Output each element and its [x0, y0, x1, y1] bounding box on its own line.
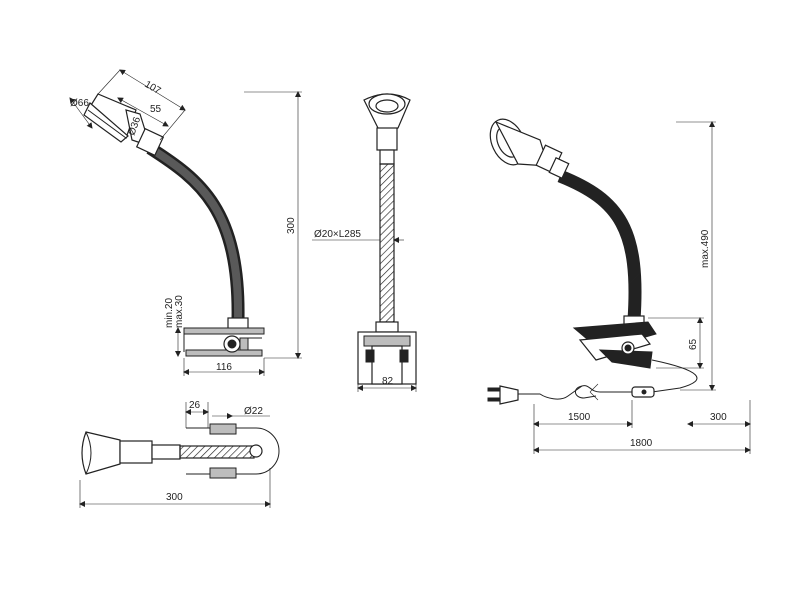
dim-head-depth: 55 — [150, 104, 162, 115]
dim-clamp-height: 65 — [688, 338, 699, 350]
dim-clamp-min: min.20 — [164, 298, 175, 328]
dim-side-height: 300 — [286, 217, 297, 234]
dim-total-cord: 1800 — [630, 438, 653, 449]
front-gooseneck — [379, 163, 395, 323]
dim-side-clamp-width: 116 — [216, 362, 232, 373]
dim-max-height: max.490 — [700, 229, 711, 268]
top-clamp — [186, 427, 280, 475]
top-view: 26 Ø22 300 — [79, 400, 280, 508]
persp-plug — [487, 385, 519, 405]
persp-clamp — [572, 315, 657, 369]
perspective-view: max.490 65 1500 300 1800 — [487, 118, 751, 454]
top-lamp-head — [81, 431, 121, 475]
persp-cord — [651, 359, 698, 393]
dim-switch-to-lamp: 300 — [710, 412, 727, 423]
dim-head-diameter: Ø66 — [70, 98, 89, 109]
side-clamp — [183, 317, 265, 357]
front-clamp — [357, 321, 417, 385]
dim-clamp-max: max.30 — [174, 295, 185, 328]
dim-top-offset: 26 — [189, 400, 201, 411]
dim-top-length: 300 — [166, 492, 183, 503]
side-view: 107 Ø66 55 Ø36 300 min.20 max.30 116 — [69, 69, 302, 376]
front-view: Ø20×L285 82 — [312, 93, 417, 392]
dim-gooseneck: Ø20×L285 — [314, 229, 361, 240]
dim-cord-to-switch: 1500 — [568, 412, 591, 423]
persp-lamp-head — [489, 118, 570, 180]
dim-front-clamp-width: 82 — [382, 376, 394, 387]
top-gooseneck — [179, 445, 255, 459]
dim-pivot-diameter: Ø22 — [244, 406, 263, 417]
